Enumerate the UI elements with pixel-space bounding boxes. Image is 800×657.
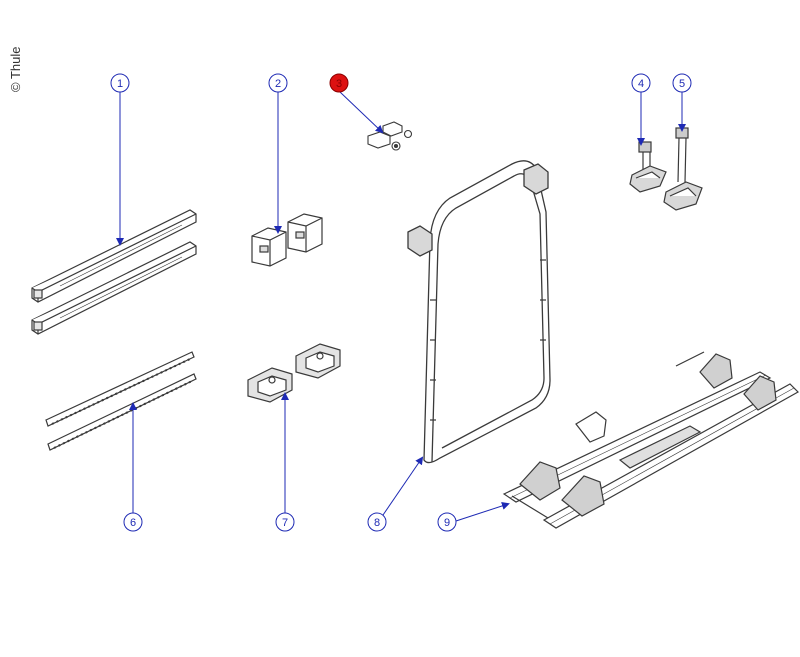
part-rail-profiles [31,209,197,335]
callout-label: 6 [130,517,136,529]
part-rubber-strips [45,351,197,451]
callout-label: 2 [275,78,281,90]
part-wheel-rail-platform [502,351,799,529]
part-small-fasteners [367,121,413,151]
callout-6: 6 [123,512,143,532]
callout-bubble [268,73,288,93]
callout-leaders [116,91,686,522]
callout-bubble [275,512,295,532]
callout-label: 7 [282,517,288,529]
leader-9 [455,502,510,522]
part-end-caps [247,343,341,403]
callout-label: 4 [638,78,644,90]
callout-bubble [631,73,651,93]
callout-label: 3 [336,78,342,90]
callout-bubble [437,512,457,532]
callout-label: 1 [117,78,123,90]
callout-2: 2 [268,73,288,93]
callout-label: 9 [444,517,450,529]
callout-7: 7 [275,512,295,532]
callout-bubble [123,512,143,532]
callout-9: 9 [437,512,457,532]
callout-4: 4 [631,73,651,93]
part-main-frame [407,160,551,464]
callout-bubble [672,73,692,93]
part-rail-clips [251,213,323,267]
callout-bubble [110,73,130,93]
leader-3 [339,91,384,134]
callout-bubble-highlighted [329,73,349,93]
leader-8 [382,456,424,516]
callout-3: 3 [329,73,349,93]
callout-5: 5 [672,73,692,93]
callout-bubble [367,512,387,532]
part-wheel-holders [629,127,703,211]
callout-label: 8 [374,517,380,529]
callout-label: 5 [679,78,685,90]
callout-8: 8 [367,512,387,532]
callout-1: 1 [110,73,130,93]
